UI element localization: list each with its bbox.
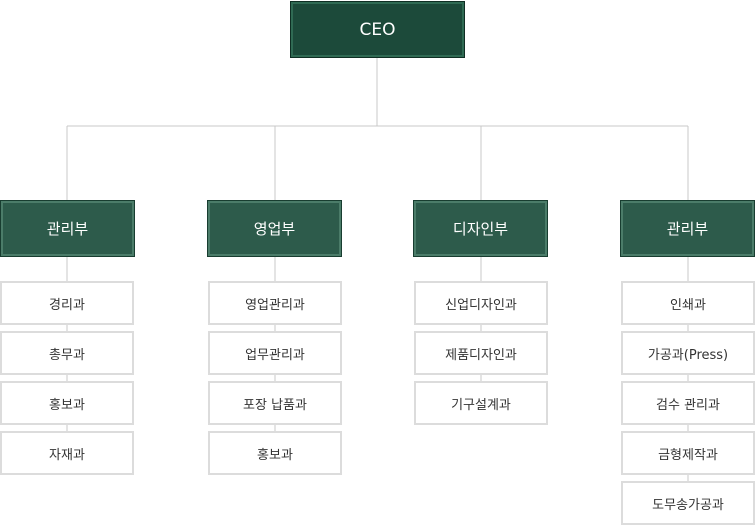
team-label: 포장 납품과 bbox=[243, 397, 307, 413]
team-label: 영업관리과 bbox=[245, 297, 305, 313]
team-label: 신업디자인과 bbox=[445, 297, 517, 313]
team-box: 인쇄과 bbox=[621, 281, 755, 325]
dept-box-design: 디자인부 bbox=[413, 200, 548, 257]
team-box: 업무관리과 bbox=[208, 331, 342, 375]
team-box: 홍보과 bbox=[0, 381, 134, 425]
team-label: 기구설계과 bbox=[451, 397, 511, 413]
team-box: 금형제작과 bbox=[621, 431, 755, 475]
dept-box-management-1: 관리부 bbox=[0, 200, 135, 257]
team-label: 업무관리과 bbox=[245, 347, 305, 363]
team-box: 홍보과 bbox=[208, 431, 342, 475]
team-box: 검수 관리과 bbox=[621, 381, 755, 425]
dept-box-sales: 영업부 bbox=[207, 200, 342, 257]
team-box: 도무송가공과 bbox=[621, 481, 755, 525]
team-label: 제품디자인과 bbox=[445, 347, 517, 363]
team-label: 자재과 bbox=[49, 447, 85, 463]
team-label: 도무송가공과 bbox=[652, 497, 724, 513]
team-box: 포장 납품과 bbox=[208, 381, 342, 425]
dept-label: 관리부 bbox=[46, 220, 89, 238]
team-label: 홍보과 bbox=[257, 447, 293, 463]
team-label: 검수 관리과 bbox=[656, 397, 720, 413]
team-label: 금형제작과 bbox=[658, 447, 718, 463]
team-label: 총무과 bbox=[49, 347, 85, 363]
ceo-label: CEO bbox=[359, 19, 396, 40]
team-box: 총무과 bbox=[0, 331, 134, 375]
ceo-box: CEO bbox=[290, 1, 465, 58]
team-box: 영업관리과 bbox=[208, 281, 342, 325]
team-label: 경리과 bbox=[49, 297, 85, 313]
team-box: 제품디자인과 bbox=[414, 331, 548, 375]
team-box: 경리과 bbox=[0, 281, 134, 325]
team-box: 자재과 bbox=[0, 431, 134, 475]
team-box: 기구설계과 bbox=[414, 381, 548, 425]
dept-label: 디자인부 bbox=[452, 220, 509, 238]
dept-label: 관리부 bbox=[666, 220, 709, 238]
team-label: 홍보과 bbox=[49, 397, 85, 413]
team-box: 신업디자인과 bbox=[414, 281, 548, 325]
team-label: 인쇄과 bbox=[670, 297, 706, 313]
dept-label: 영업부 bbox=[253, 220, 296, 238]
team-box: 가공과(Press) bbox=[621, 331, 755, 375]
dept-box-management-2: 관리부 bbox=[620, 200, 755, 257]
team-label: 가공과(Press) bbox=[647, 347, 729, 363]
